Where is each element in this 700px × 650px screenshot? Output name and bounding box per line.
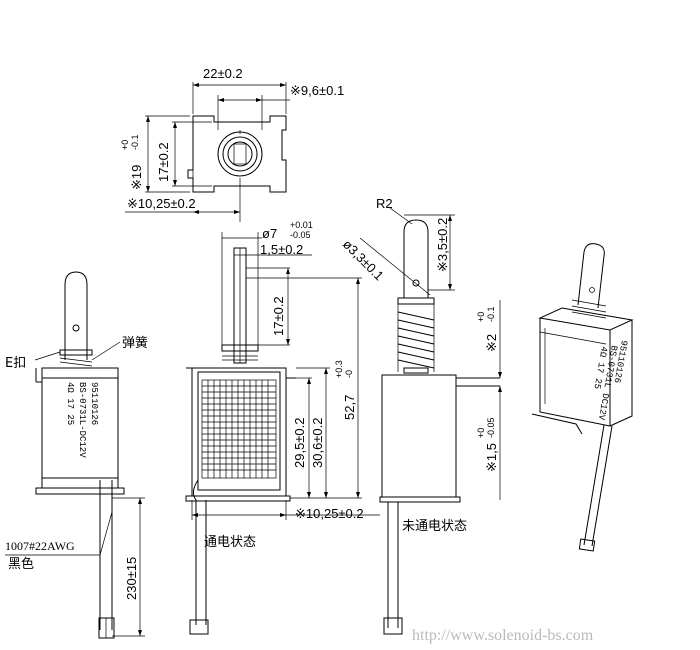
tip-dim: ※3,5±0.2 [435, 218, 450, 272]
flange-dim: 1,5±0.2 [260, 242, 303, 257]
side-view: R2 ø3,3±0.1 ※3,5±0.2 ※2 +0 -0.1 ※1,5 +0 … [340, 196, 502, 635]
top-depth-dim: ※10,25±0.2 [127, 196, 196, 211]
top-offset-dim: ※9,6±0.1 [290, 83, 344, 98]
lead-length-dim: 230±15 [124, 557, 139, 600]
plunger-dia-tol-top: +0.01 [290, 220, 313, 230]
radius-dim: R2 [376, 196, 393, 211]
left-mark-3: 4Ω 17 25 [65, 382, 75, 425]
stroke-dim: 17±0.2 [271, 296, 286, 336]
left-mark-2: BS-0731L-DC12V [77, 382, 87, 458]
spring-label: 弹簧 [122, 335, 148, 351]
tab-top-tol-top: +0 [476, 312, 486, 322]
tab-bot-tol-top: +0 [476, 428, 486, 438]
energized-state-label: 通电状态 [204, 535, 256, 550]
front-view: ø7 +0.01 -0.05 1,5±0.2 17±0.2 52,7 +0.3 … [185, 220, 380, 635]
tab-top-tol-bot: -0.1 [486, 306, 496, 322]
top-height-outer-dim: ※19 [129, 165, 144, 190]
watermark-url: http://www.solenoid-bs.com [412, 627, 594, 644]
de-energized-state-label: 未通电状态 [402, 519, 467, 534]
top-view: 22±0.2 ※9,6±0.1 ※19 +0 -0.1 17±0.2 ※10,2… [120, 66, 344, 222]
tab-bot-dim: ※1,5 [484, 443, 499, 472]
plunger-dia-dim: ø7 [262, 226, 277, 241]
top-height-outer-tol-top: +0 [120, 140, 130, 150]
top-height-outer-tol-bot: -0.1 [130, 134, 140, 150]
tab-top-dim: ※2 [484, 334, 499, 352]
total-length-dim: 52,7 [342, 395, 357, 420]
front-width-dim: ※10,25±0.2 [295, 506, 364, 521]
total-tol-top: +0.3 [334, 360, 344, 378]
body-height-dim: 29,5±0.2 [292, 417, 307, 468]
iso-view: 95110126 BS-0731L DC12V 4Ω 17 25 [531, 243, 634, 552]
left-mark-1: 95110126 [89, 382, 99, 425]
left-view: 95110126 BS-0731L-DC12V 4Ω 17 25 E扣 弹簧 1… [5, 271, 148, 639]
wire-spec-label: 1007#22AWG [5, 539, 75, 553]
tab-bot-tol-bot: -0.05 [486, 417, 496, 438]
plunger-dia-tol-bot: -0.05 [290, 230, 311, 240]
total-tol-bot: -0 [344, 370, 354, 378]
top-width-dim: 22±0.2 [203, 66, 243, 81]
hole-dim: ø3,3±0.1 [340, 237, 387, 284]
wire-color-label: 黑色 [8, 556, 34, 572]
top-height-inner-dim: 17±0.2 [156, 142, 171, 182]
frame-height-dim: 30,6±0.2 [310, 417, 325, 468]
e-clip-label: E扣 [5, 356, 26, 371]
